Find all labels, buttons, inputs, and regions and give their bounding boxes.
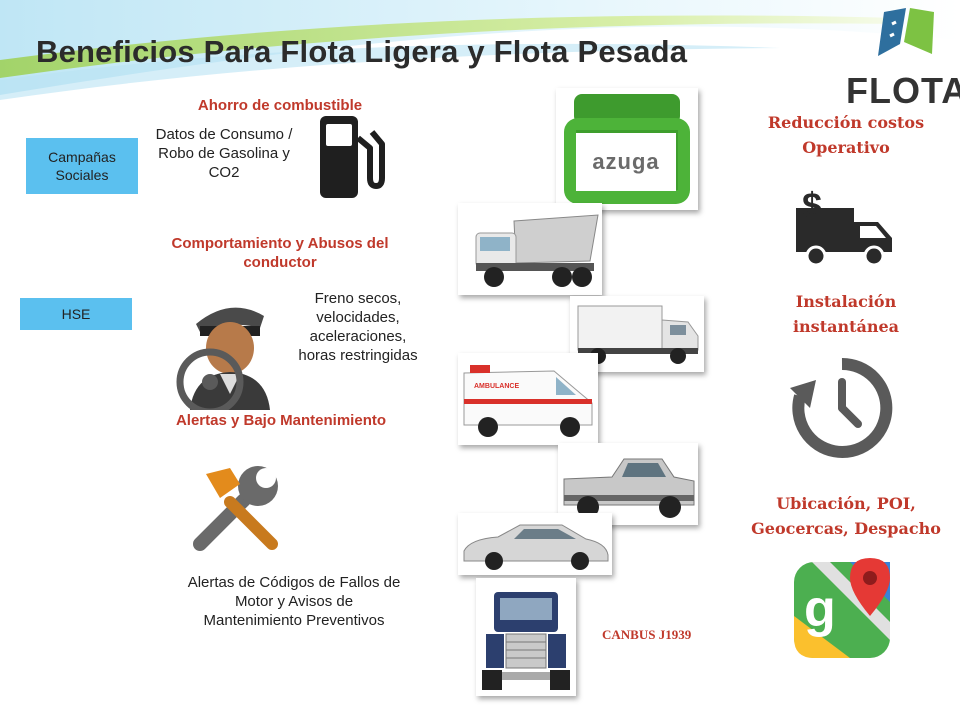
tools-icon bbox=[193, 466, 278, 551]
svg-text:g: g bbox=[804, 580, 836, 638]
flota-logo: FLOTA bbox=[840, 4, 960, 111]
header-swoosh bbox=[0, 0, 960, 100]
ambulance-photo: AMBULANCE bbox=[458, 353, 598, 445]
logo-text: FLOTA bbox=[846, 70, 960, 111]
tag-campaigns: Campañas Sociales bbox=[26, 138, 138, 194]
semi-truck-photo bbox=[476, 578, 576, 696]
obd-device-photo: azuga bbox=[556, 88, 698, 210]
install-heading: Instalación instantánea bbox=[792, 292, 900, 336]
dump-truck-photo bbox=[458, 203, 602, 295]
driver-heading: Comportamiento y Abusos del conductor bbox=[171, 235, 389, 271]
azuga-label: azuga bbox=[576, 133, 676, 191]
page-title: Beneficios Para Flota Ligera y Flota Pes… bbox=[36, 34, 688, 69]
maintenance-text: Alertas de Códigos de Fallos de Motor y … bbox=[187, 574, 401, 629]
driver-icon bbox=[176, 307, 270, 410]
location-heading: Ubicación, POI, Geocercas, Despacho bbox=[751, 494, 941, 538]
tag-hse: HSE bbox=[20, 298, 132, 330]
cost-heading: Reducción costos Operativo bbox=[767, 113, 925, 157]
sedan-photo bbox=[458, 513, 612, 575]
canbus-label: CANBUS J1939 bbox=[602, 627, 692, 642]
maintenance-heading: Alertas y Bajo Mantenimiento bbox=[175, 412, 387, 429]
svg-text:$: $ bbox=[802, 185, 822, 226]
driver-text: Freno secos, velocidades, aceleraciones,… bbox=[298, 290, 418, 364]
fuel-text: Datos de Consumo / Robo de Gasolina y CO… bbox=[155, 126, 293, 181]
fuel-heading: Ahorro de combustible bbox=[197, 97, 363, 114]
maps-icon: g bbox=[794, 558, 890, 658]
pickup-truck-photo bbox=[558, 443, 698, 525]
clock-icon bbox=[790, 357, 893, 458]
ambulance-label: AMBULANCE bbox=[474, 383, 520, 390]
fuel-pump-icon bbox=[320, 116, 385, 198]
money-truck-icon: $ bbox=[796, 185, 892, 267]
